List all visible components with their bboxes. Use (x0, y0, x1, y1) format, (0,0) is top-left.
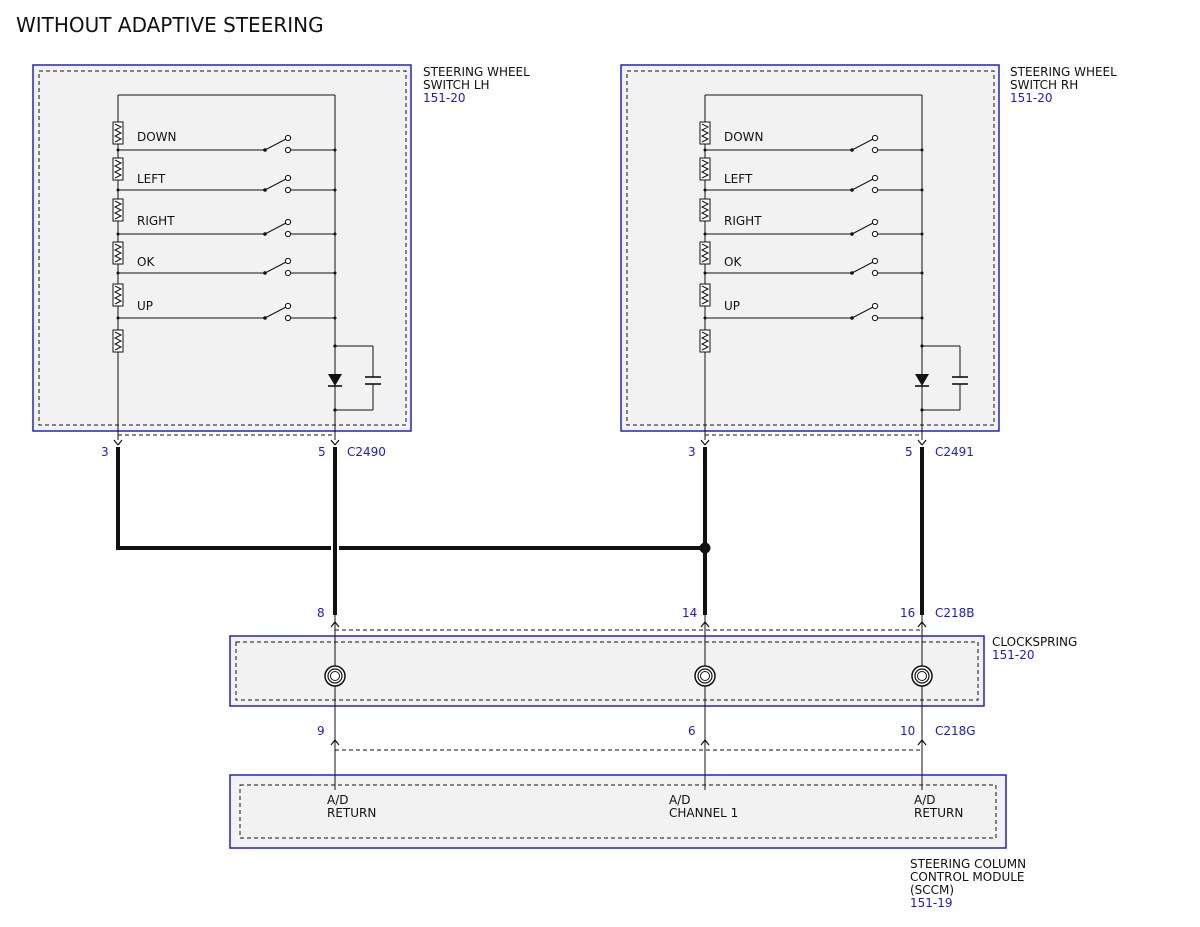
sccm-pin2-line2: CHANNEL 1 (669, 806, 738, 820)
clockspring-pin-8: 8 (317, 606, 325, 620)
switch-lh-reference: 151-20 (423, 91, 466, 105)
connector-c2490-label: C2490 (347, 445, 386, 459)
sccm-pin3-line1: A/D (914, 793, 936, 807)
steering-wheel-switch-rh: DOWN LEFT RIGHT OK UP STEERING WHEEL SWI… (620, 64, 1117, 440)
switch-rh-name-line2: SWITCH RH (1010, 78, 1078, 92)
diagram-title: WITHOUT ADAPTIVE STEERING (16, 13, 324, 37)
clockspring-pin-6: 6 (688, 724, 696, 738)
switch-rh-button-down: DOWN (724, 130, 764, 144)
switch-lh-pin-3: 3 (101, 445, 109, 459)
switch-lh-button-right: RIGHT (137, 214, 175, 228)
switch-lh-button-left: LEFT (137, 172, 166, 186)
clockspring-pin-14: 14 (682, 606, 697, 620)
clockspring-connector-c218b: 8 14 16 C218B (317, 606, 975, 636)
switch-lh-button-up: UP (137, 299, 153, 313)
clockspring: CLOCKSPRING 151-20 (229, 635, 1077, 707)
switch-rh-button-right: RIGHT (724, 214, 762, 228)
switch-rh-button-up: UP (724, 299, 740, 313)
clockspring-pin-16: 16 (900, 606, 915, 620)
sccm-pin2-line1: A/D (669, 793, 691, 807)
sccm-name-line2: CONTROL MODULE (910, 870, 1025, 884)
connector-c2491: 3 5 C2491 (688, 434, 974, 459)
switch-rh-button-ok: OK (724, 255, 742, 269)
switch-rh-pin-5: 5 (905, 445, 913, 459)
switch-rh-name-line1: STEERING WHEEL (1010, 65, 1117, 79)
switch-lh-name-line1: STEERING WHEEL (423, 65, 530, 79)
connector-c2491-label: C2491 (935, 445, 974, 459)
steering-wheel-switch-lh: DOWN LEFT RIGHT OK UP STEERING WHEEL SWI… (32, 64, 530, 440)
connector-c218b-label: C218B (935, 606, 975, 620)
switch-lh-pin-5: 5 (318, 445, 326, 459)
switch-lh-internal-circuit (112, 94, 382, 440)
connector-c2490: 3 5 C2490 (101, 434, 386, 459)
sccm-pin1-line1: A/D (327, 793, 349, 807)
switch-rh-pin-3: 3 (688, 445, 696, 459)
sccm-pin1-line2: RETURN (327, 806, 376, 820)
clockspring-connector-c218g: 9 6 10 C218G (317, 706, 976, 775)
clockspring-name: CLOCKSPRING (992, 635, 1077, 649)
sccm-reference: 151-19 (910, 896, 953, 910)
sccm-name-line1: STEERING COLUMN (910, 857, 1026, 871)
sccm-name-line3: (SCCM) (910, 883, 954, 897)
clockspring-pin-10: 10 (900, 724, 915, 738)
switch-rh-button-left: LEFT (724, 172, 753, 186)
clockspring-pin-9: 9 (317, 724, 325, 738)
switch-lh-button-down: DOWN (137, 130, 177, 144)
switch-lh-button-ok: OK (137, 255, 155, 269)
clockspring-reference: 151-20 (992, 648, 1035, 662)
switch-rh-reference: 151-20 (1010, 91, 1053, 105)
splice-point (699, 542, 711, 554)
sccm-pin3-line2: RETURN (914, 806, 963, 820)
switch-rh-internal-circuit (699, 94, 969, 440)
switch-lh-name-line2: SWITCH LH (423, 78, 490, 92)
steering-column-control-module: A/D RETURN A/D CHANNEL 1 A/D RETURN STEE… (229, 774, 1026, 910)
harness-wires (116, 447, 924, 615)
connector-c218g-label: C218G (935, 724, 976, 738)
